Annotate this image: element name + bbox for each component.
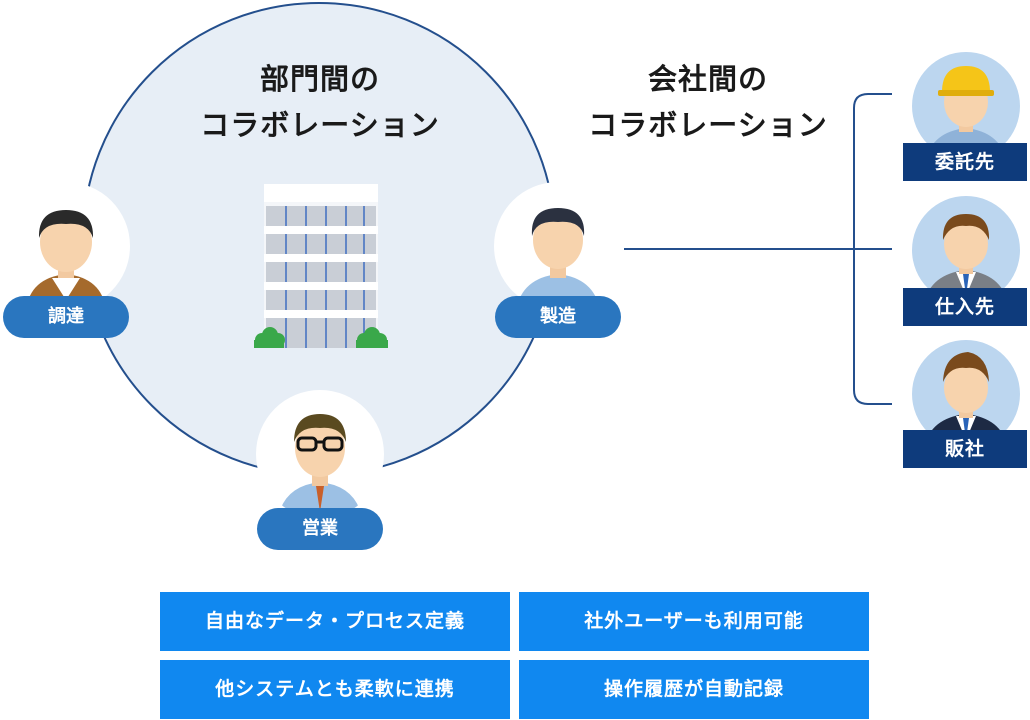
feature-flexible-data-process: 自由なデータ・プロセス定義 (160, 592, 510, 651)
external-title-line1: 会社間の (647, 62, 768, 96)
internal-title-line1: 部門間の (259, 62, 380, 96)
office-building-icon (252, 182, 390, 350)
buyer-person-icon (26, 210, 106, 310)
external-title: 会社間の コラボレーション (548, 56, 868, 148)
sales-person-icon (278, 414, 362, 518)
department-tag-procurement: 調達 (3, 296, 129, 338)
feature-system-integration: 他システムとも柔軟に連携 (160, 660, 510, 719)
partner-tag-supplier: 仕入先 (903, 288, 1027, 326)
manufacturing-avatar (494, 182, 622, 310)
department-tag-manufacturing: 製造 (495, 296, 621, 338)
partner-tag-distributor: 販社 (903, 430, 1027, 468)
partner-tag-contractor: 委託先 (903, 143, 1027, 181)
sales-avatar (256, 390, 384, 518)
feature-external-users: 社外ユーザーも利用可能 (519, 592, 869, 651)
partner-connector-lines (624, 93, 892, 405)
buyer-avatar (2, 182, 130, 310)
internal-title-line2: コラボレーション (200, 108, 440, 142)
manufacturing-person-icon (516, 208, 600, 310)
department-tag-sales: 営業 (257, 508, 383, 550)
external-title-line2: コラボレーション (588, 108, 828, 142)
feature-audit-log: 操作履歴が自動記録 (519, 660, 869, 719)
internal-title: 部門間の コラボレーション (160, 56, 480, 148)
